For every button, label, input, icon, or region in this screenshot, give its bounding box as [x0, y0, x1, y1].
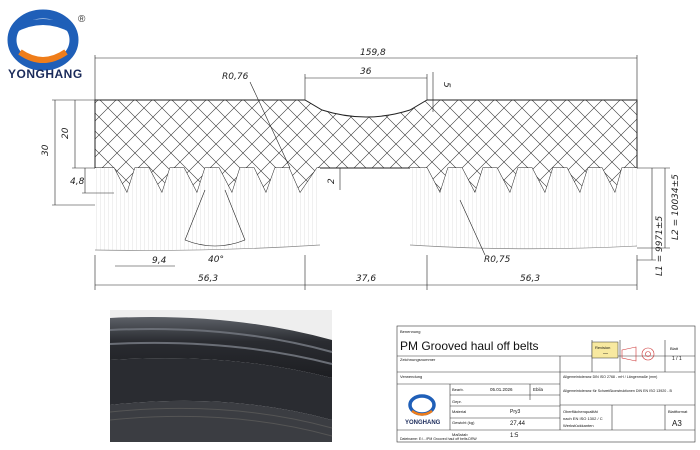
dimension-labels: 159,8 36 5 R0,76 30 20 4,8 2 40° 9,4 R0,… [41, 48, 681, 284]
tb-edge-label: Werkstückkanten [563, 423, 594, 428]
dim-height-body: 20 [61, 127, 71, 139]
title-block-logo: YONGHANG [405, 394, 441, 426]
belt-ribs [94, 168, 638, 251]
logo-mark-icon [7, 9, 79, 71]
tb-label-top: Benennung [400, 329, 420, 334]
dim-center-section: 37,6 [356, 274, 376, 284]
dim-overall-width: 159,8 [360, 48, 386, 58]
dim-pitch: 9,4 [152, 256, 167, 266]
dim-radius-bottom: R0,75 [484, 255, 511, 265]
tb-drawing-no-label: Zeichnungsnummer [400, 357, 436, 362]
tb-bearb: Bearb. [452, 387, 464, 392]
tb-usage-label: Verwendung [400, 374, 422, 379]
tb-scale-label: Maßstab [452, 432, 468, 437]
dim-rib-gap: 2 [327, 178, 337, 184]
tb-format-label: Blattformat [668, 409, 688, 414]
dimension-lines [52, 55, 670, 290]
dim-center-groove: 36 [360, 67, 372, 77]
tb-scale-value: 1:5 [510, 433, 519, 439]
dim-length-outer: L2 = 10034±5 [671, 174, 681, 240]
tb-revision-value: — [603, 351, 608, 357]
tb-weight-label: Gewicht (kg) [452, 420, 475, 425]
belt-profile [94, 99, 638, 251]
tb-sheet-value: 1 / 1 [672, 356, 682, 362]
title-block-text: Benennung PM Grooved haul off belts Zeic… [400, 329, 688, 441]
tb-material-value: Pry3 [510, 409, 521, 415]
dim-length-inner: L1 = 9971±5 [655, 216, 665, 276]
tb-surface-norm: nach EN ISO 1302 / C [563, 416, 603, 421]
dim-angle: 40° [208, 255, 224, 265]
brand-logo: YONGHANG ® [7, 9, 86, 81]
tb-tolerance-title: Allgemeintoleranz DIN ISO 2768 - mH / Lä… [563, 375, 657, 379]
tb-file-path: Dateiname: E:\...\PM Grooved haul off be… [400, 437, 477, 441]
tb-row-name-value: Ebila [533, 387, 544, 392]
tb-row-date-value: 05.01.2026 [490, 387, 513, 392]
tb-gepr: Gepr. [452, 399, 462, 404]
dim-right-section: 56,3 [520, 274, 540, 284]
tb-brand-name: YONGHANG [405, 420, 441, 426]
dim-radius-top: R0,76 [222, 72, 249, 82]
dim-rib-height: 4,8 [70, 177, 85, 187]
dim-left-section: 56,3 [198, 274, 218, 284]
dim-groove-depth: 5 [441, 82, 451, 88]
title-block [396, 325, 696, 443]
tb-revision-label: Revision [595, 345, 610, 350]
tb-format-value: A3 [672, 419, 682, 428]
product-photo [109, 310, 333, 442]
drawing-title: PM Grooved haul off belts [400, 339, 539, 353]
brand-name: YONGHANG [8, 67, 83, 81]
tb-weight-value: 27,44 [510, 421, 526, 427]
dim-height-total: 30 [41, 144, 51, 156]
registered-mark: ® [78, 14, 86, 25]
tb-surface-label: Oberflächenqualität [563, 409, 599, 414]
tb-sheet-label: Blatt [670, 346, 679, 351]
tb-material-label: Material [452, 409, 466, 414]
tb-weld-title: Allgemeintoleranz für Schweißkonstruktio… [563, 389, 672, 393]
